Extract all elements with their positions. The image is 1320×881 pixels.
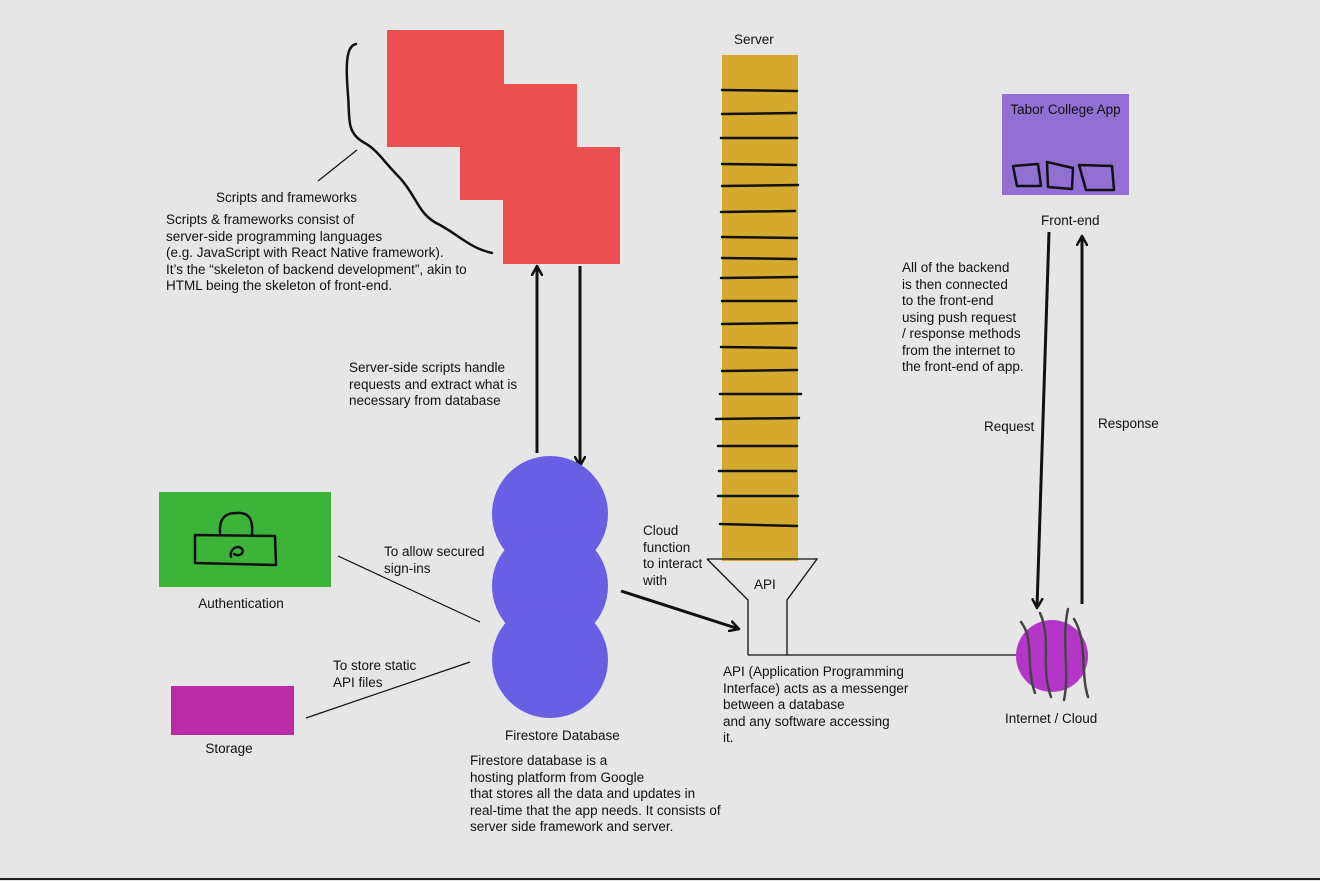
database-circle-bottom [492, 602, 608, 718]
internet-cloud-label: Internet / Cloud [1005, 711, 1098, 726]
scripts-frameworks-blocks [387, 30, 620, 264]
app-icon-2 [1045, 160, 1075, 191]
authentication-label: Authentication [198, 596, 284, 611]
response-label: Response [1098, 416, 1159, 431]
app-title: Tabor College App [1010, 102, 1121, 117]
request-label: Request [984, 419, 1035, 434]
api-label: API [754, 577, 776, 592]
storage-connector [305, 661, 471, 719]
cloud-function-note: Cloud function to interact with [643, 523, 703, 588]
app-box [1002, 94, 1129, 195]
server-column [714, 55, 803, 561]
app-icon-3 [1077, 163, 1116, 192]
database-label: Firestore Database [505, 728, 620, 743]
internet-cloud-circle [1016, 620, 1088, 692]
app-icon-1 [1011, 162, 1043, 188]
app-icons [1011, 160, 1116, 192]
lock-icon [193, 511, 278, 567]
frontend-label: Front-end [1041, 213, 1100, 228]
firestore-database-shape [492, 456, 608, 718]
scripts-handle-note: Server-side scripts handle requests and … [349, 360, 518, 408]
storage-note: To store static API files [333, 658, 417, 690]
scripts-brace [345, 42, 494, 255]
server-label: Server [734, 32, 774, 47]
bottom-divider [0, 878, 1320, 880]
storage-box [171, 686, 294, 735]
scripts-label: Scripts and frameworks [216, 190, 358, 205]
api-funnel [706, 558, 819, 655]
scripts-block-3 [503, 147, 620, 264]
storage-label: Storage [205, 741, 253, 756]
internet-cable-icon [1019, 607, 1090, 702]
server-rack [722, 55, 798, 561]
authentication-box [159, 492, 331, 587]
scripts-description: Scripts & frameworks consist of server-s… [166, 212, 467, 293]
database-description: Firestore database is a hosting platform… [470, 753, 721, 834]
scripts-pointer-line [317, 149, 358, 182]
api-description: API (Application Programming Interface) … [723, 664, 909, 745]
authentication-note: To allow secured sign-ins [384, 544, 485, 576]
arrow-database-to-api [620, 589, 739, 629]
auth-connector [337, 555, 481, 623]
frontend-connection-note: All of the backend is then connected to … [902, 260, 1024, 374]
arrow-request [1037, 231, 1051, 608]
server-rack-lines [714, 88, 803, 528]
